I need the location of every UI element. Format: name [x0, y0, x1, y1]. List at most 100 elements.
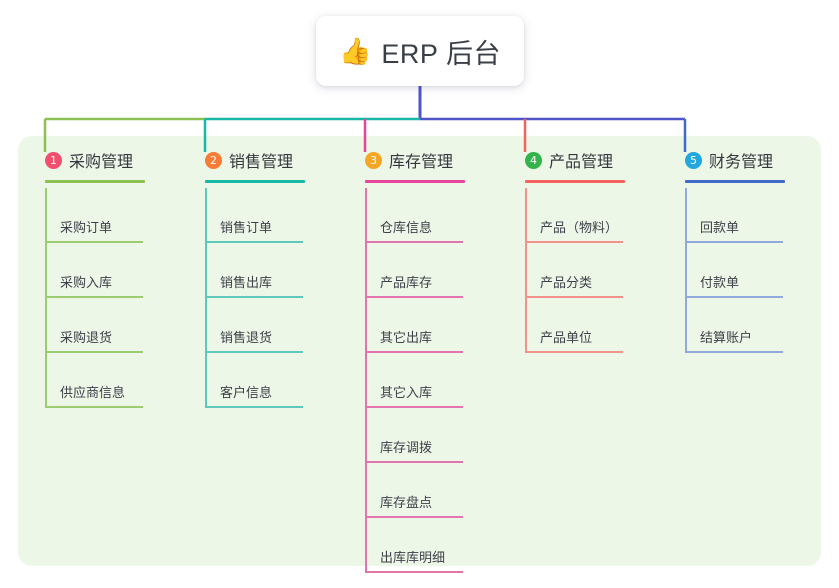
branch-index-badge: 4	[525, 151, 542, 169]
menu-item-label: 采购入库	[60, 275, 113, 290]
menu-item-underline	[205, 241, 303, 243]
branch-spine	[205, 188, 207, 408]
menu-item[interactable]: 销售退货	[205, 298, 348, 353]
branch-items: 产品（物料） 产品分类产品单位	[508, 188, 668, 353]
branch-items: 仓库信息产品库存其它出库其它入库库存调拨库存盘点出库库明细	[348, 188, 508, 573]
branch-column-财务管理: 5 财务管理回款单付款单结算账户	[668, 140, 828, 353]
menu-item-underline	[45, 406, 143, 408]
menu-item[interactable]: 供应商信息	[45, 353, 188, 408]
menu-item-label: 付款单	[700, 275, 740, 290]
menu-item-underline	[205, 406, 303, 408]
branch-header-财务管理[interactable]: 5 财务管理	[668, 140, 828, 180]
menu-item-underline	[365, 461, 463, 463]
branch-index-badge: 1	[45, 151, 62, 169]
menu-item-label: 产品（物料）	[540, 220, 619, 235]
menu-item[interactable]: 其它出库	[365, 298, 508, 353]
menu-item-label: 产品分类	[540, 275, 593, 290]
menu-item-underline	[365, 406, 463, 408]
branch-header-产品管理[interactable]: 4 产品管理	[508, 140, 668, 180]
menu-item[interactable]: 产品分类	[525, 243, 668, 298]
menu-item-label: 库存盘点	[380, 495, 433, 510]
menu-item-underline	[365, 351, 463, 353]
branch-underline	[45, 180, 145, 183]
menu-item[interactable]: 销售出库	[205, 243, 348, 298]
branch-underline	[365, 180, 465, 183]
branch-underline	[525, 180, 625, 183]
branch-title: 采购管理	[69, 154, 134, 171]
branch-index-badge: 2	[205, 151, 222, 169]
menu-item-underline	[685, 241, 783, 243]
menu-item-label: 销售退货	[220, 330, 273, 345]
branch-header-销售管理[interactable]: 2 销售管理	[188, 140, 348, 180]
menu-item-label: 回款单	[700, 220, 740, 235]
menu-item-underline	[685, 351, 783, 353]
menu-item[interactable]: 采购入库	[45, 243, 188, 298]
menu-item-underline	[45, 351, 143, 353]
menu-item-label: 出库库明细	[380, 550, 446, 565]
branch-column-销售管理: 2 销售管理销售订单销售出库销售退货客户信息	[188, 140, 348, 408]
branch-index-badge: 5	[685, 151, 702, 169]
menu-item-label: 产品库存	[380, 275, 433, 290]
branch-index-badge: 3	[365, 151, 382, 169]
branch-spine	[685, 188, 687, 353]
root-title: ERP 后台	[381, 38, 501, 69]
menu-item[interactable]: 库存调拨	[365, 408, 508, 463]
menu-item-underline	[365, 516, 463, 518]
branch-underline	[685, 180, 785, 183]
menu-item[interactable]: 客户信息	[205, 353, 348, 408]
branch-title: 产品管理	[549, 154, 614, 171]
menu-item-label: 仓库信息	[380, 220, 433, 235]
branch-items: 销售订单销售出库销售退货客户信息	[188, 188, 348, 408]
menu-item-underline	[45, 241, 143, 243]
menu-item-underline	[45, 296, 143, 298]
menu-item-underline	[365, 571, 463, 573]
menu-item-label: 供应商信息	[60, 385, 126, 400]
branch-title: 销售管理	[229, 154, 294, 171]
menu-item-label: 产品单位	[540, 330, 593, 345]
menu-item[interactable]: 采购订单	[45, 188, 188, 243]
menu-item[interactable]: 产品库存	[365, 243, 508, 298]
menu-item-underline	[365, 296, 463, 298]
menu-item-underline	[205, 351, 303, 353]
root-node[interactable]: 👍 ERP 后台	[316, 16, 524, 86]
menu-item-underline	[685, 296, 783, 298]
menu-item-label: 采购退货	[60, 330, 113, 345]
branch-column-采购管理: 1 采购管理采购订单采购入库采购退货供应商信息	[28, 140, 188, 408]
menu-item-underline	[365, 241, 463, 243]
menu-item[interactable]: 出库库明细	[365, 518, 508, 573]
menu-item[interactable]: 产品单位	[525, 298, 668, 353]
menu-item-label: 结算账户	[700, 330, 753, 345]
branch-title: 库存管理	[389, 154, 454, 171]
menu-item[interactable]: 仓库信息	[365, 188, 508, 243]
branch-title: 财务管理	[709, 154, 774, 171]
branch-spine	[45, 188, 47, 408]
menu-item-label: 销售订单	[220, 220, 273, 235]
menu-item[interactable]: 付款单	[685, 243, 828, 298]
menu-item-label: 客户信息	[220, 385, 273, 400]
menu-item[interactable]: 销售订单	[205, 188, 348, 243]
menu-item[interactable]: 库存盘点	[365, 463, 508, 518]
branch-column-库存管理: 3 库存管理仓库信息产品库存其它出库其它入库库存调拨库存盘点出库库明细	[348, 140, 508, 573]
branch-spine	[365, 188, 367, 573]
branch-column-产品管理: 4 产品管理产品（物料） 产品分类产品单位	[508, 140, 668, 353]
menu-item[interactable]: 产品（物料）	[525, 188, 668, 243]
menu-item-label: 其它出库	[380, 330, 433, 345]
branch-header-采购管理[interactable]: 1 采购管理	[28, 140, 188, 180]
branch-underline	[205, 180, 305, 183]
thumbs-up-icon: 👍	[339, 36, 372, 66]
menu-item[interactable]: 回款单	[685, 188, 828, 243]
branch-spine	[525, 188, 527, 353]
menu-item[interactable]: 其它入库	[365, 353, 508, 408]
menu-item-underline	[205, 296, 303, 298]
menu-item[interactable]: 采购退货	[45, 298, 188, 353]
menu-item-underline	[525, 241, 623, 243]
branch-header-库存管理[interactable]: 3 库存管理	[348, 140, 508, 180]
menu-item[interactable]: 结算账户	[685, 298, 828, 353]
menu-item-label: 其它入库	[380, 385, 433, 400]
menu-item-underline	[525, 296, 623, 298]
menu-item-label: 采购订单	[60, 220, 113, 235]
menu-item-label: 库存调拨	[380, 440, 433, 455]
branch-items: 回款单付款单结算账户	[668, 188, 828, 353]
menu-item-label: 销售出库	[220, 275, 273, 290]
